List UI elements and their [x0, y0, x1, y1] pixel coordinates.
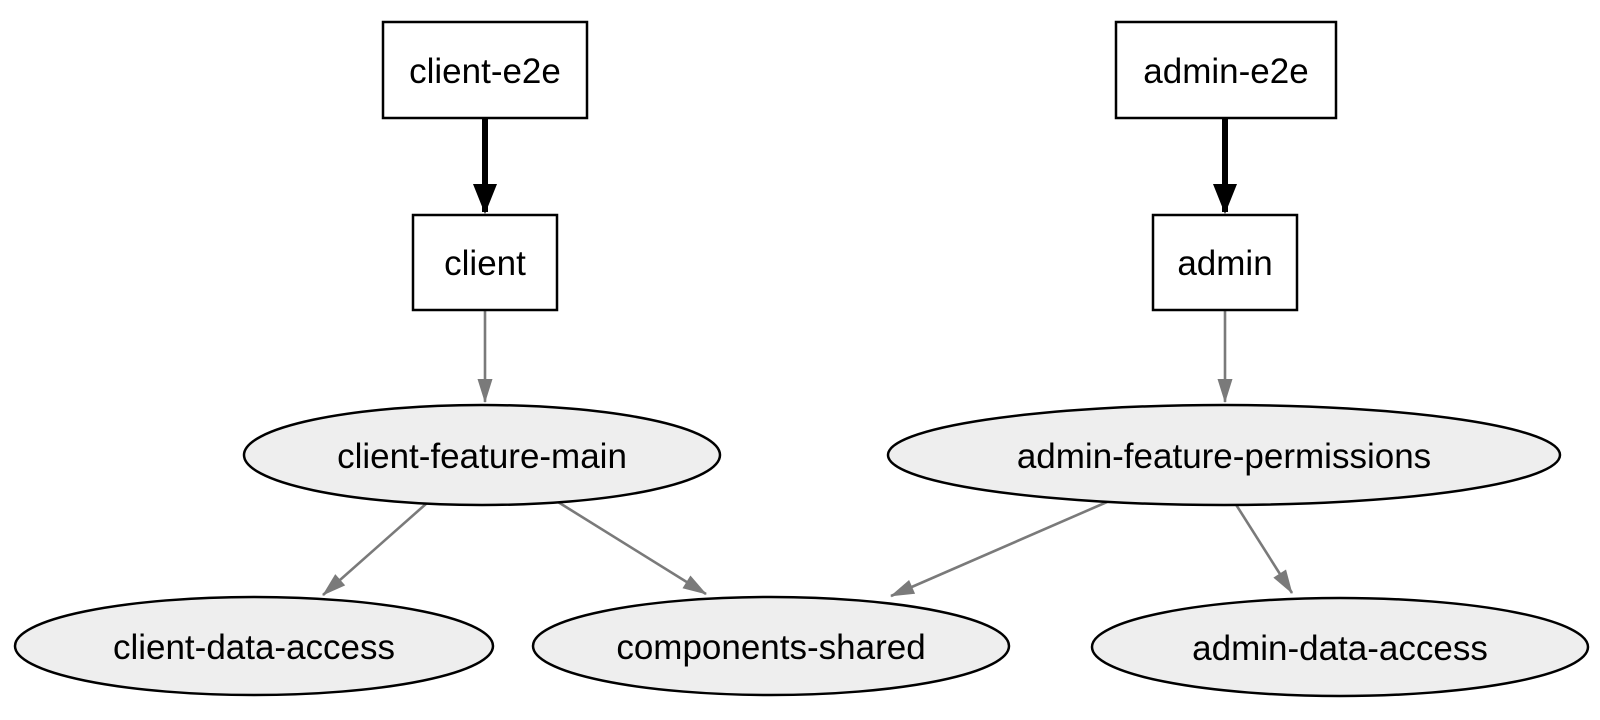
node-admin-e2e-shape: [1114, 20, 1338, 120]
node-client: client: [411, 213, 559, 312]
node-client-feature-main: client-feature-main: [242, 403, 722, 507]
nodes: client-e2e admin-e2e client admin client…: [13, 20, 1590, 698]
edges: [322, 118, 1294, 598]
edge-client-feature-main-to-client-data-access: [322, 502, 428, 596]
node-admin-label: admin: [1177, 244, 1272, 283]
node-admin-shape: [1151, 213, 1299, 312]
node-client-feature-main-shape: [242, 403, 722, 507]
node-admin-e2e-label: admin-e2e: [1143, 52, 1308, 91]
node-admin-feature-permissions-shape: [886, 403, 1562, 507]
node-admin-data-access-label: admin-data-access: [1192, 629, 1488, 668]
edge-admin-feature-permissions-to-components-shared: [890, 500, 1108, 598]
node-client-label: client: [444, 244, 526, 283]
node-components-shared-label: components-shared: [616, 628, 925, 667]
node-client-data-access-label: client-data-access: [113, 628, 395, 667]
node-components-shared-shape: [531, 595, 1011, 697]
node-client-e2e-label: client-e2e: [409, 52, 561, 91]
node-client-e2e: client-e2e: [381, 20, 589, 120]
edge-admin-feature-permissions-to-admin-data-access: [1233, 502, 1294, 594]
node-admin-data-access-shape: [1090, 596, 1590, 698]
node-client-shape: [411, 213, 559, 312]
node-admin-data-access: admin-data-access: [1090, 596, 1590, 698]
node-admin-e2e: admin-e2e: [1114, 20, 1338, 120]
node-admin-feature-permissions-label: admin-feature-permissions: [1017, 437, 1431, 476]
node-admin: admin: [1151, 213, 1299, 312]
edge-client-feature-main-to-components-shared: [557, 500, 707, 596]
node-client-e2e-shape: [381, 20, 589, 120]
node-client-data-access-shape: [13, 595, 495, 697]
node-client-data-access: client-data-access: [13, 595, 495, 697]
node-client-feature-main-label: client-feature-main: [337, 437, 627, 476]
node-admin-feature-permissions: admin-feature-permissions: [886, 403, 1562, 507]
node-components-shared: components-shared: [531, 595, 1011, 697]
